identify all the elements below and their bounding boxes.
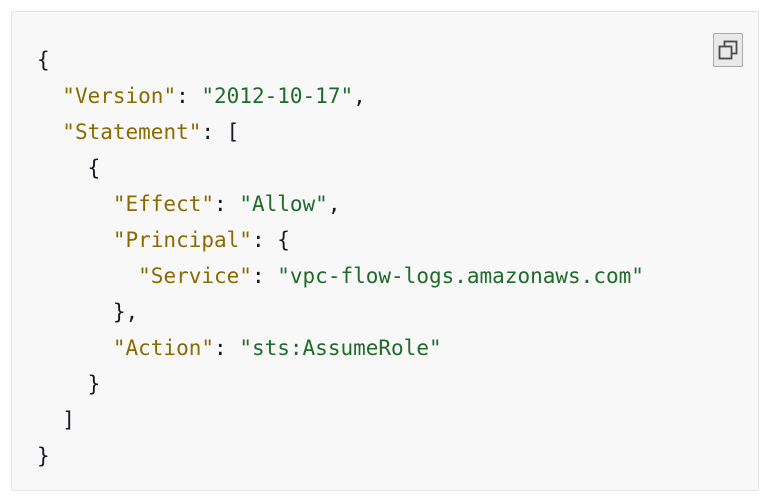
copy-button[interactable]	[713, 33, 743, 67]
effect-key: "Effect"	[112, 192, 215, 216]
action-key: "Action"	[112, 336, 215, 360]
service-value: "vpc-flow-logs.amazonaws.com"	[277, 264, 644, 288]
principal-open: {	[277, 228, 290, 252]
open-brace: {	[37, 48, 50, 72]
statement-item-open: {	[87, 156, 101, 180]
action-value: "sts:AssumeRole"	[239, 336, 442, 360]
version-value: "2012-10-17"	[201, 84, 354, 108]
principal-close: },	[112, 300, 139, 324]
statement-open: [	[226, 120, 240, 144]
principal-key: "Principal"	[112, 228, 252, 252]
service-key: "Service"	[138, 264, 252, 288]
statement-close: ]	[62, 408, 75, 432]
statement-item-close: }	[87, 372, 101, 396]
json-policy-code: { "Version": "2012-10-17", "Statement": …	[37, 48, 644, 468]
effect-value: "Allow"	[239, 192, 328, 216]
statement-key: "Statement"	[62, 120, 202, 144]
code-block: { "Version": "2012-10-17", "Statement": …	[11, 11, 759, 491]
version-key: "Version"	[62, 84, 177, 108]
copy-icon	[718, 40, 738, 60]
close-brace: }	[37, 444, 50, 468]
